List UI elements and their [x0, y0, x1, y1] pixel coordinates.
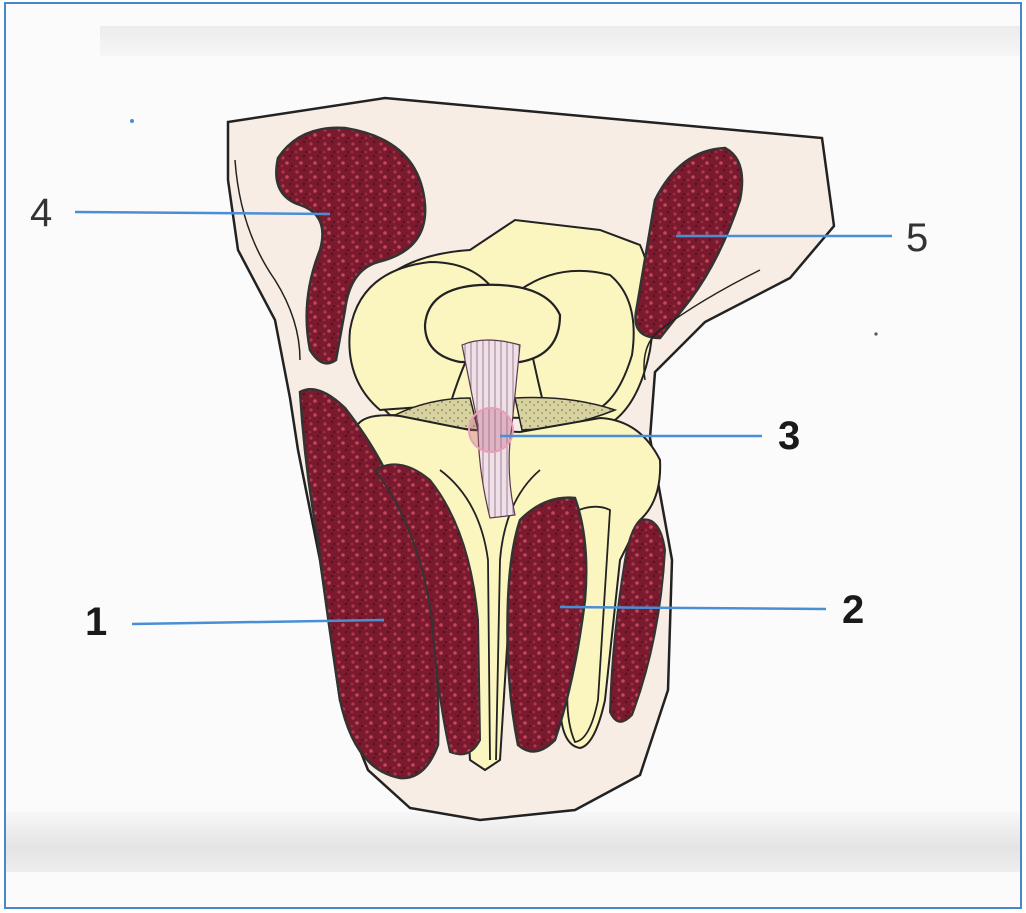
- ligament-focus: [469, 408, 513, 452]
- stray-dot: [130, 119, 134, 123]
- label-3: 3: [778, 416, 800, 456]
- stray-dot-2: [874, 332, 877, 335]
- label-5: 5: [906, 218, 928, 258]
- label-4: 4: [30, 193, 52, 233]
- label-1: 1: [85, 602, 107, 642]
- label-2: 2: [842, 590, 864, 630]
